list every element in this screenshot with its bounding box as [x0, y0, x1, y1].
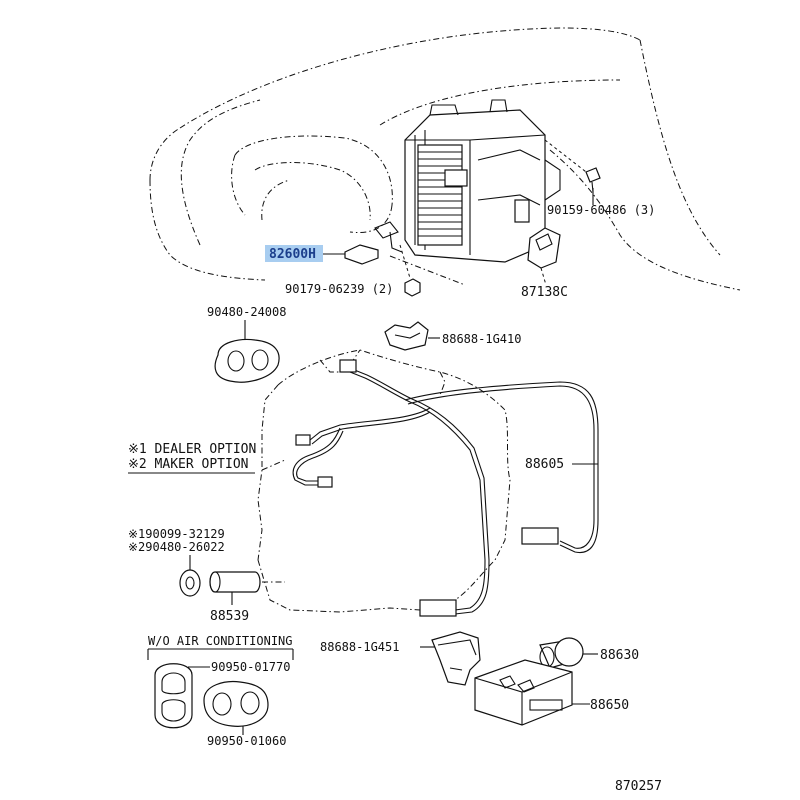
grommet-small-part — [179, 569, 201, 597]
tube-part — [209, 571, 285, 593]
bracket-top-part — [384, 321, 440, 351]
wire-harness — [292, 359, 599, 617]
bracket-bottom-part — [431, 631, 481, 686]
bolt-label: 90159-60486 (3) — [547, 203, 655, 217]
connector-bottom — [419, 599, 457, 617]
amplifier-part — [474, 659, 573, 726]
connector-left-a — [295, 434, 311, 446]
wo-ac-heading: W/O AIR CONDITIONING — [148, 634, 293, 648]
plug-b-part — [203, 680, 269, 727]
plug-a-label: 90950-01770 — [211, 660, 290, 674]
plug-a-part — [154, 663, 193, 729]
dashboard-outline — [149, 27, 741, 291]
heater-unit — [404, 99, 591, 263]
relay-part — [539, 637, 584, 669]
diagram-number: 870257 — [615, 779, 662, 794]
grommet-top-label: 90480-24008 — [207, 305, 286, 319]
connector-left-b — [317, 476, 333, 488]
amplifier-label: 88650 — [590, 698, 629, 713]
tube-label: 88539 — [210, 609, 249, 624]
evaporator-core — [417, 144, 463, 246]
bracket-bottom-label: 88688-1G451 — [320, 640, 399, 654]
relay-label: 88630 — [600, 648, 639, 663]
dealer-option-note: ※1 DEALER OPTION — [128, 442, 256, 457]
maker-option-note: ※2 MAKER OPTION — [128, 457, 248, 472]
bolt-part — [585, 167, 601, 205]
nut-clip-part — [399, 244, 421, 297]
fuse-part — [344, 221, 403, 265]
harness-label: 88605 — [525, 457, 564, 472]
resistor-part — [527, 227, 561, 286]
bracket-top-label: 88688-1G410 — [442, 332, 521, 346]
grommet-top-part — [214, 338, 280, 383]
highlight-background — [265, 245, 323, 262]
nut-clip-label: 90179-06239 (2) — [285, 282, 393, 296]
resistor-label: 87138C — [521, 285, 568, 300]
highlight-part-label[interactable]: 82600H — [269, 247, 316, 262]
connector-top — [339, 359, 357, 373]
plug-b-label: 90950-01060 — [207, 734, 286, 748]
connector-right — [521, 527, 559, 545]
ref-line-1: ※190099-32129 — [128, 527, 225, 541]
ref-line-2: ※290480-26022 — [128, 540, 225, 554]
